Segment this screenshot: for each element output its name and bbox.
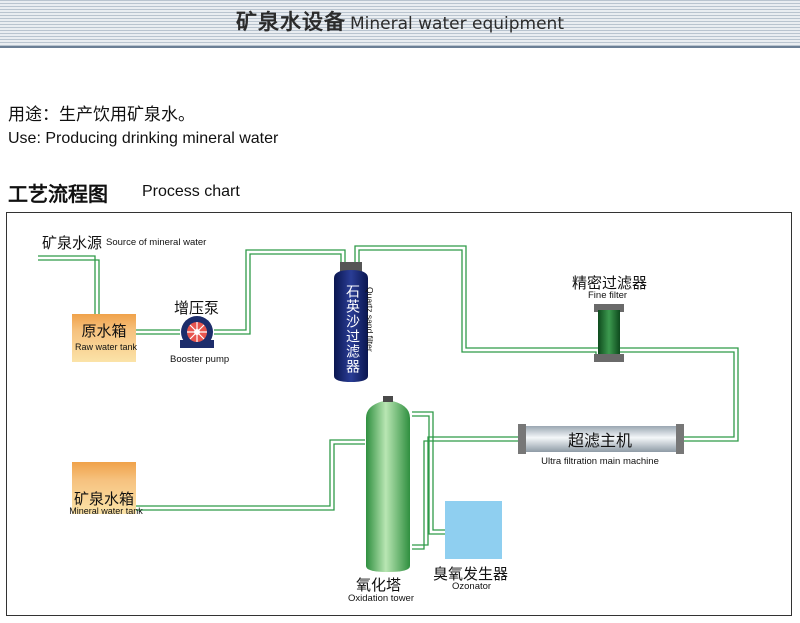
fine-filter-label-en: Fine filter [588,290,628,301]
ozonator-label-zh: 臭氧发生器 [433,565,509,583]
uf-machine-label-en: Ultra filtration main machine [541,456,659,467]
quartz-filter-label-zh: 石英沙过滤器 [344,284,360,374]
raw-water-tank-label-en: Raw water tank [74,342,138,352]
oxidation-tower-label-en: Oxidation tower [348,593,415,604]
use-text-zh: 用途：生产饮用矿泉水。 [8,105,195,125]
source-label-zh: 矿泉水源 [42,234,103,252]
pipes [38,245,739,550]
use-text-en: Use: Producing drinking mineral water [8,130,279,147]
uf-machine-vessel [518,424,684,454]
process-title-en: Process chart [142,183,240,200]
quartz-filter-vessel [334,262,368,382]
mineral-water-tank: 矿泉水箱 Mineral water tank [69,462,143,516]
oxidation-tower-label-zh: 氧化塔 [356,576,402,594]
oxidation-tower-vessel [366,396,410,572]
source-label-en: Source of mineral water [106,237,207,248]
fine-filter-label-zh: 精密过滤器 [572,274,648,292]
mineral-water-tank-label-zh: 矿泉水箱 [73,490,134,508]
raw-water-tank-label-zh: 原水箱 [81,322,127,340]
booster-pump [180,316,214,348]
raw-water-tank: 原水箱 Raw water tank [72,314,137,362]
process-title-zh: 工艺流程图 [8,182,108,206]
process-chart-frame [6,212,792,616]
ozonator-box [445,501,502,559]
mineral-water-tank-label-en: Mineral water tank [69,506,143,516]
quartz-filter-label-en: Quartz sand filter [365,287,375,352]
title-zh: 矿泉水设备 [236,10,346,34]
fine-filter-vessel [594,304,624,362]
uf-machine-label-zh: 超滤主机 [567,431,632,450]
title-en: Mineral water equipment [350,14,564,34]
booster-pump-label-en: Booster pump [170,354,230,365]
booster-pump-label-zh: 增压泵 [174,299,220,317]
ozonator-label-en: Ozonator [452,581,492,592]
